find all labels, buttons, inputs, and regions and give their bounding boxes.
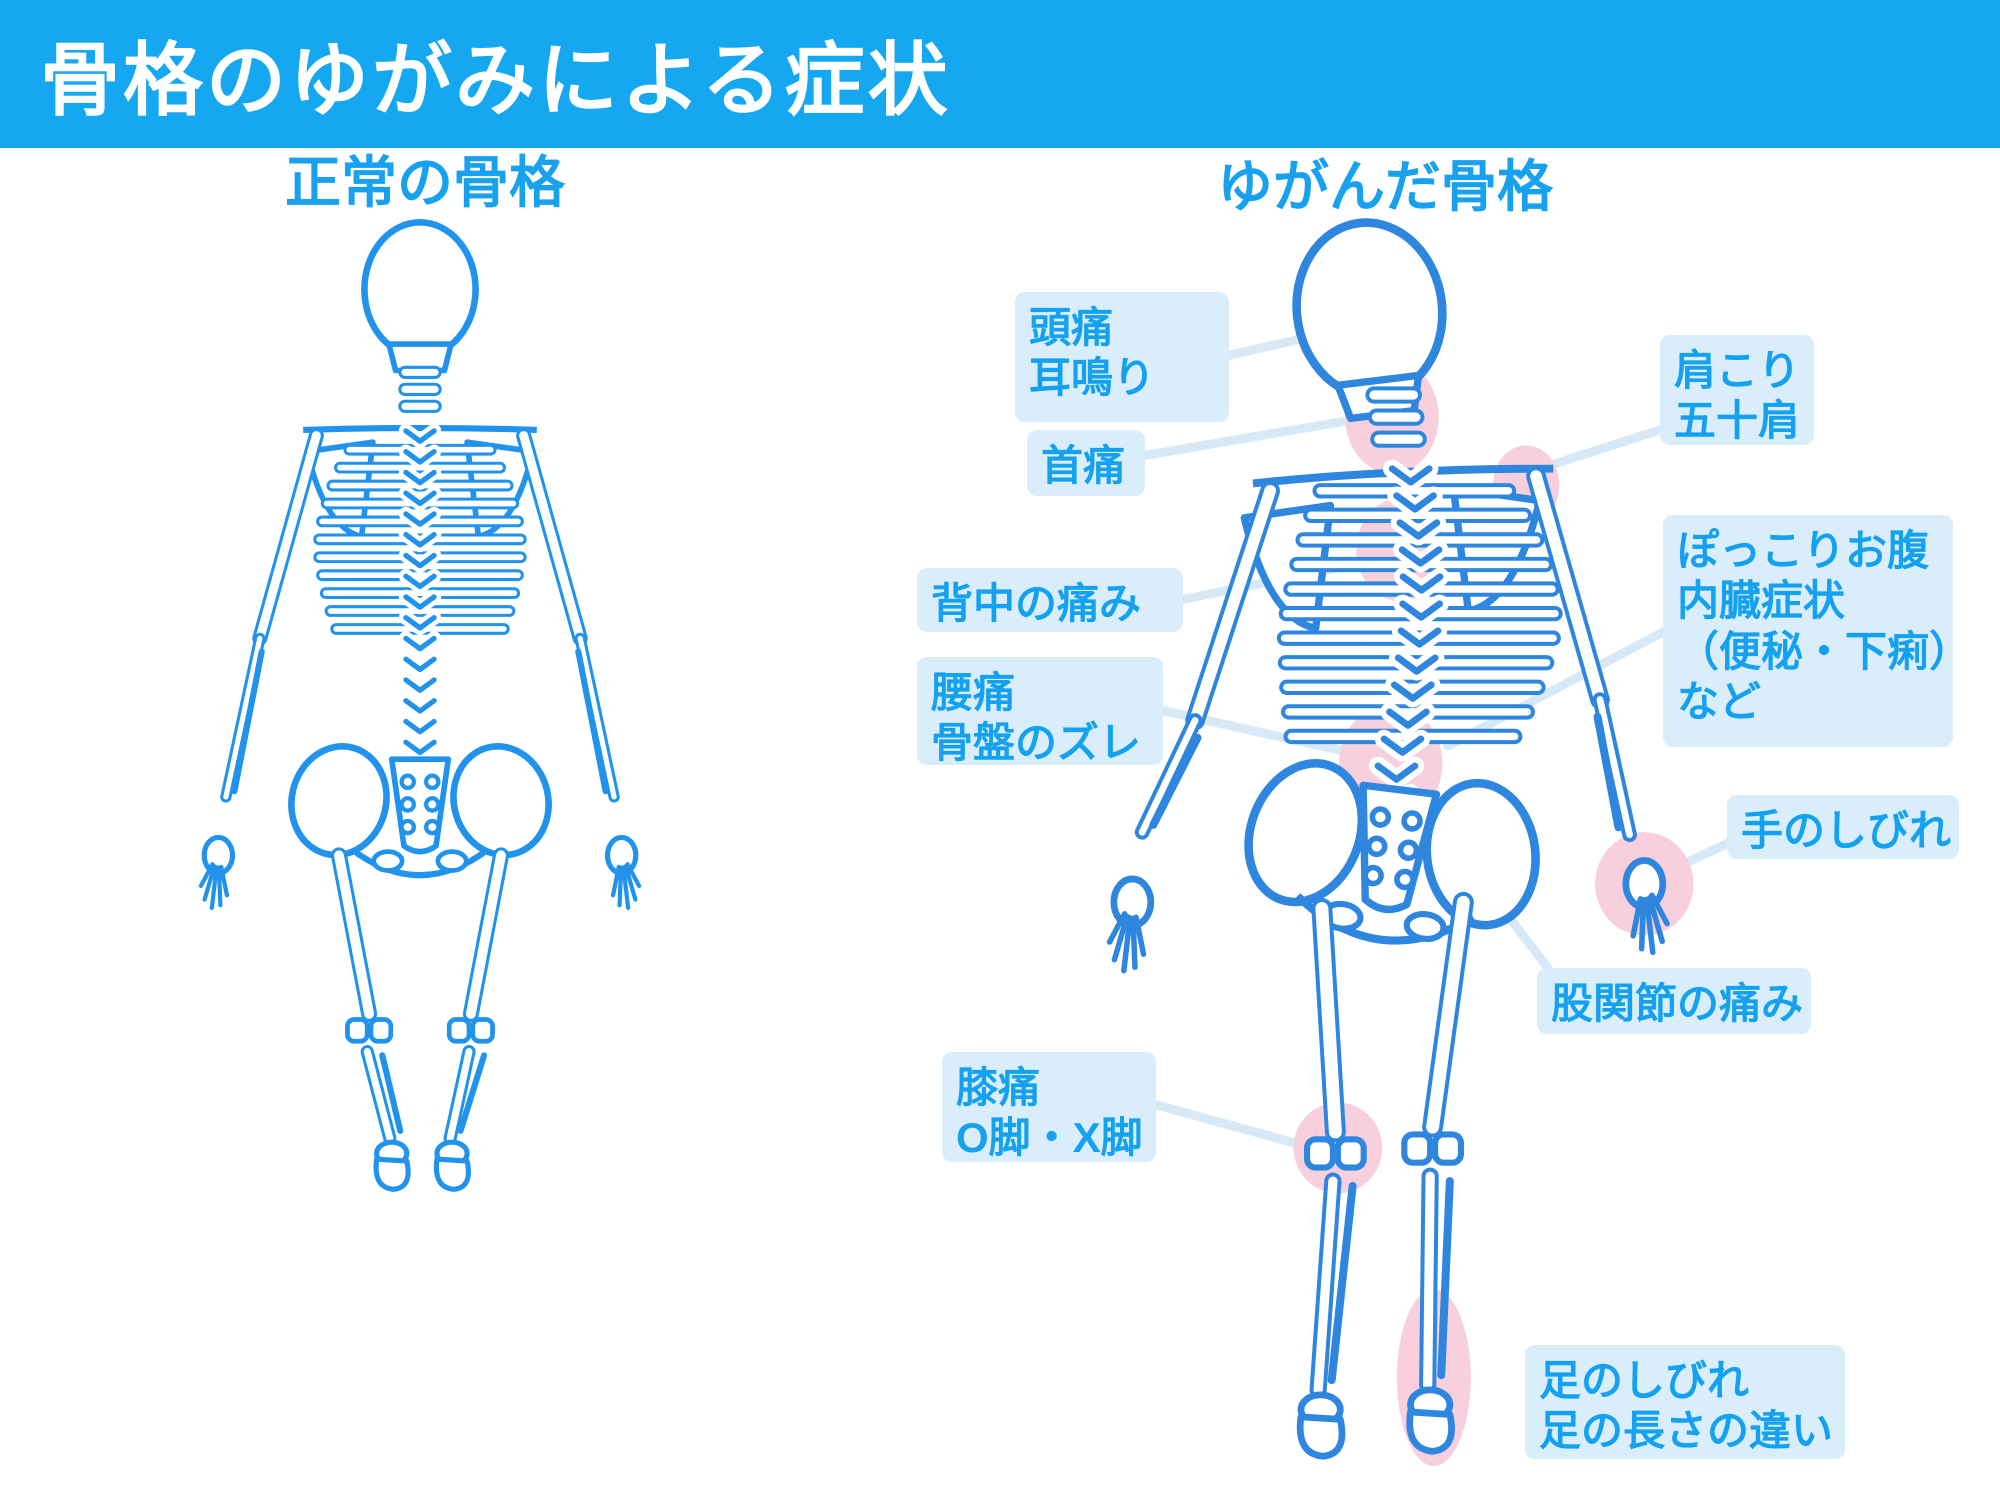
- page-title: 骨格のゆがみによる症状: [40, 36, 951, 125]
- symptom-label-line: 骨盤のズレ: [931, 719, 1142, 767]
- symptom-label-line: 内臓症状: [1677, 577, 1846, 625]
- heading-distorted-skeleton: ゆがんだ骨格: [1217, 155, 1553, 218]
- symptom-label-line: （便秘・下痢）: [1677, 627, 1972, 675]
- symptom-label-foot: 足のしびれ足の長さの違い: [1525, 1345, 1845, 1459]
- title-banner: 骨格のゆがみによる症状: [0, 0, 2000, 148]
- symptom-label-line: など: [1677, 678, 1762, 726]
- symptom-label-line: 足のしびれ: [1539, 1357, 1750, 1404]
- symptom-label-line: 頭痛: [1029, 304, 1114, 351]
- symptom-label-line: 足の長さの違い: [1539, 1407, 1834, 1455]
- symptom-label-back-pain: 背中の痛み: [917, 568, 1183, 632]
- symptom-label-hip-pain: 股関節の痛み: [1537, 968, 1811, 1034]
- symptom-label-neck-pain: 首痛: [1027, 430, 1145, 496]
- symptom-label-line: 股関節の痛み: [1551, 980, 1804, 1027]
- symptom-label-low-back: 腰痛骨盤のズレ: [917, 657, 1163, 767]
- symptom-label-line: 耳鳴り: [1029, 354, 1156, 402]
- symptom-label-line: 背中の痛み: [931, 580, 1142, 627]
- symptom-label-headache: 頭痛耳鳴り: [1015, 292, 1229, 422]
- symptom-label-line: 腰痛: [931, 669, 1016, 716]
- symptom-label-line: 五十肩: [1674, 397, 1801, 445]
- symptom-label-line: 膝痛: [956, 1064, 1041, 1111]
- symptom-label-line: 手のしびれ: [1741, 807, 1952, 854]
- symptom-label-line: 首痛: [1041, 442, 1126, 489]
- distorted-skeleton: [1106, 218, 1694, 1467]
- symptom-label-hand-numbness: 手のしびれ: [1727, 795, 1959, 859]
- heading-normal-skeleton: 正常の骨格: [285, 151, 565, 214]
- symptom-label-line: O脚・X脚: [956, 1114, 1143, 1162]
- normal-skeleton: [198, 219, 642, 1192]
- symptom-label-shoulder: 肩こり五十肩: [1660, 335, 1814, 445]
- symptom-label-line: ぽっこりお腹: [1677, 527, 1930, 574]
- symptom-label-belly: ぽっこりお腹内臓症状（便秘・下痢）など: [1663, 515, 1972, 747]
- symptom-label-line: 肩こり: [1674, 347, 1801, 394]
